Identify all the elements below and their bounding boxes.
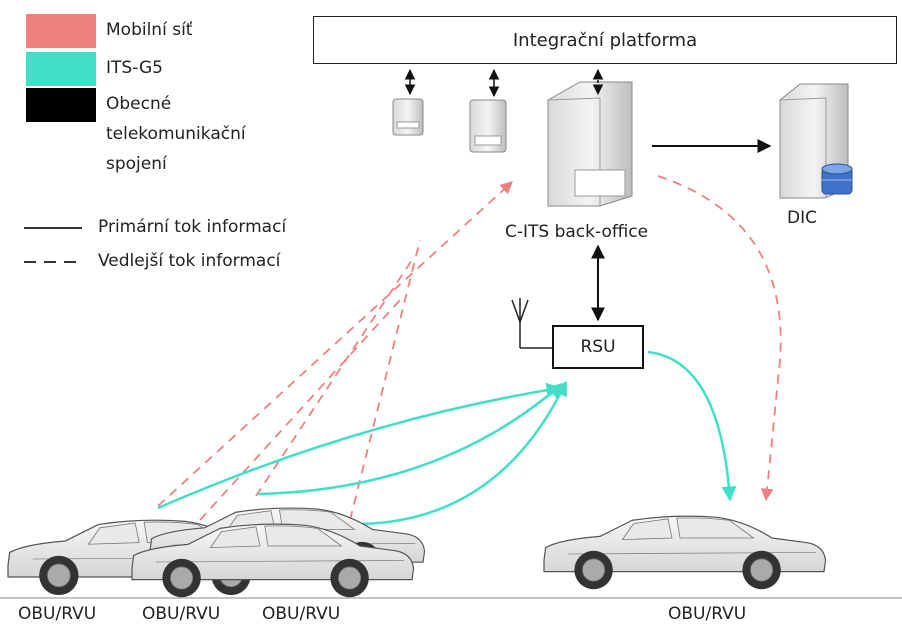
vehicle-label-4: OBU/RVU <box>668 604 747 624</box>
legend-label-itsg5: ITS-G5 <box>106 58 163 78</box>
integration-platform-label: Integrační platforma <box>512 29 698 51</box>
server-icon <box>392 98 424 136</box>
dic-label: DIC <box>787 208 817 228</box>
rsu-label: RSU <box>580 337 616 357</box>
database-icon <box>821 163 853 195</box>
its-g5-links <box>157 350 737 526</box>
vehicle-label-2: OBU/RVU <box>142 604 221 624</box>
legend-swatch-itsg5 <box>26 52 96 86</box>
legend-label-general-2: telekomunikační <box>106 124 246 144</box>
backoffice-label: C-ITS back-office <box>505 222 649 242</box>
mobile-links <box>157 175 782 521</box>
server-icon <box>469 99 507 153</box>
legend-label-mobile: Mobilní síť <box>106 20 193 40</box>
rsu-box: RSU <box>552 325 644 369</box>
legend-label-secondary: Vedlejší tok informací <box>98 251 281 271</box>
legend-swatch-general <box>26 88 96 122</box>
legend-label-general-3: spojení <box>106 154 167 174</box>
backoffice-server-icon <box>547 81 633 207</box>
antenna-icon <box>511 298 552 349</box>
legend-label-general-1: Obecné <box>106 94 172 114</box>
vehicle-label-3: OBU/RVU <box>262 604 341 624</box>
vehicle-label-1: OBU/RVU <box>18 604 97 624</box>
vehicle-4 <box>543 515 827 590</box>
integration-platform-box: Integrační platforma <box>313 16 897 64</box>
legend-swatch-mobile <box>26 14 96 48</box>
legend-label-primary: Primární tok informací <box>98 217 287 237</box>
